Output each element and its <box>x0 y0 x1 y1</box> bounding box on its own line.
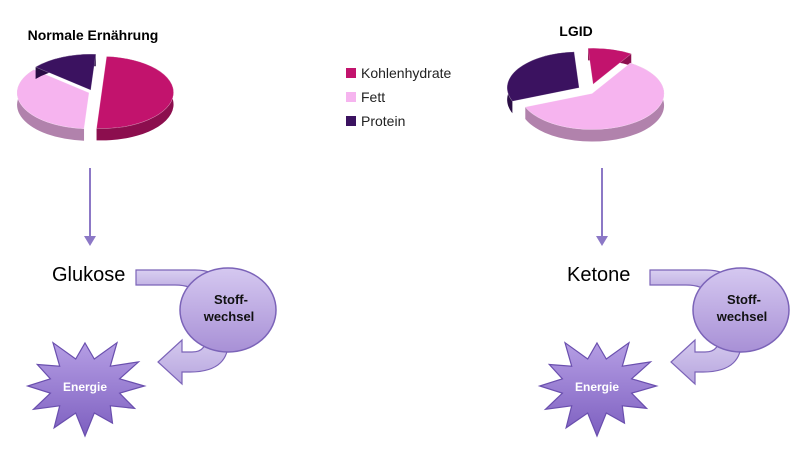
flow-right: Ketone Stoff- wechsel Energie <box>537 264 790 438</box>
pie-slice-normal-protein <box>34 53 97 91</box>
legend-swatch-kohlenhydrate <box>346 68 356 78</box>
energy-label-right: Energie <box>575 380 619 394</box>
metabolism-circle-left <box>179 267 277 353</box>
energy-star-right <box>537 341 659 438</box>
pie-slice-lgid-fett <box>524 62 665 142</box>
metabolism-label-left-1: Stoff- <box>214 292 248 307</box>
pie-title-normal: Normale Ernährung <box>28 27 159 43</box>
legend: Kohlenhydrate Fett Protein <box>346 65 452 129</box>
pie-chart-lgid <box>506 47 665 142</box>
down-arrow-left <box>84 168 96 246</box>
pie-title-lgid: LGID <box>559 23 592 39</box>
pie-slice-lgid-kohlenhydrate <box>587 47 632 85</box>
pie-slice-normal-fett <box>16 69 90 141</box>
fuel-label-ketone: Ketone <box>567 264 630 286</box>
fuel-label-glukose: Glukose <box>52 264 125 286</box>
pie-chart-normal <box>16 53 174 141</box>
legend-label-kohlenhydrate: Kohlenhydrate <box>361 65 452 81</box>
down-arrow-right <box>596 168 608 246</box>
legend-label-protein: Protein <box>361 113 405 129</box>
legend-label-fett: Fett <box>361 89 385 105</box>
energy-label-left: Energie <box>63 380 107 394</box>
energy-star-shape <box>25 341 147 438</box>
pie-slice-normal-kohlenhydrate <box>96 56 174 141</box>
metabolism-label-left-2: wechsel <box>203 309 255 324</box>
metabolism-label-right-2: wechsel <box>716 309 768 324</box>
energy-star-shape <box>537 341 659 438</box>
legend-swatch-protein <box>346 116 356 126</box>
metabolism-label-right-1: Stoff- <box>727 292 761 307</box>
flow-left: Glukose Stoff- wechsel Energie <box>25 264 277 438</box>
pie-slice-lgid-protein <box>506 51 580 114</box>
energy-star-left <box>25 341 147 438</box>
legend-swatch-fett <box>346 92 356 102</box>
metabolism-circle-right <box>692 267 790 353</box>
